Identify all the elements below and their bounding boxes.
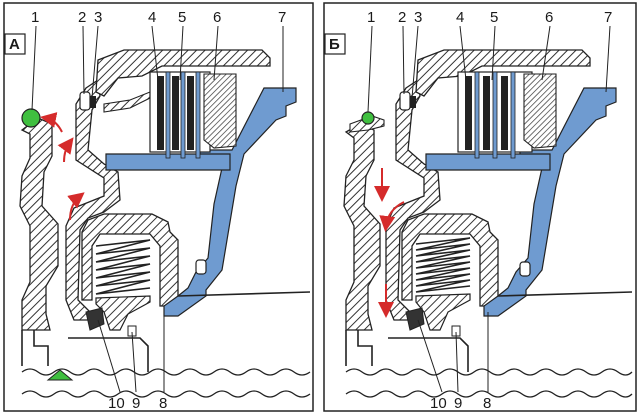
flow-arrow — [40, 112, 63, 133]
callout-4: 4 — [148, 9, 156, 26]
shaft-body — [497, 291, 633, 297]
steel-plate — [180, 71, 186, 159]
friction-plate — [172, 76, 179, 150]
housing-foot — [21, 330, 49, 366]
drum-cover — [415, 49, 591, 97]
callout-leaders — [31, 25, 284, 393]
panel-a: А — [3, 2, 314, 412]
centerline-wave — [21, 368, 311, 376]
check-ball-open — [21, 108, 41, 128]
callout-6: 6 — [545, 9, 553, 26]
shaft-body — [177, 291, 311, 297]
spring-base — [415, 293, 471, 331]
callout-4: 4 — [456, 9, 464, 26]
callout-10: 10 — [430, 395, 447, 412]
panel-letter: Б — [329, 36, 340, 53]
hub-part-7 — [483, 87, 617, 317]
centerline-wave — [345, 368, 633, 376]
callout-8: 8 — [159, 395, 167, 412]
callout-5: 5 — [178, 9, 186, 26]
pressure-plate — [523, 73, 557, 149]
friction-plate — [157, 76, 164, 150]
return-spring — [415, 237, 471, 293]
callout-2: 2 — [398, 9, 406, 26]
flow-arrow — [57, 137, 74, 163]
callout-1: 1 — [31, 9, 39, 26]
callout-9: 9 — [454, 395, 462, 412]
callout-3: 3 — [94, 9, 102, 26]
fluid-inlet-marker — [46, 369, 74, 381]
centerline-wave — [345, 390, 633, 398]
steel-plate — [492, 71, 498, 159]
centerline-wave — [21, 390, 311, 398]
piston — [65, 78, 121, 321]
friction-plate — [483, 76, 490, 150]
piston-seal — [79, 91, 91, 111]
callout-9: 9 — [132, 395, 140, 412]
hub-part-7 — [163, 87, 297, 317]
spring-base — [95, 295, 151, 331]
piston — [385, 78, 441, 321]
callout-10: 10 — [108, 395, 125, 412]
callout-2: 2 — [78, 9, 86, 26]
callout-6: 6 — [213, 9, 221, 26]
snap-ring — [519, 261, 531, 277]
clutch-housing-wall — [343, 123, 381, 331]
flow-arrow — [379, 201, 405, 232]
piston-seal — [399, 91, 411, 111]
piston-seal-inner — [410, 96, 416, 108]
callout-7: 7 — [278, 9, 286, 26]
return-spring — [95, 239, 151, 295]
callout-1: 1 — [367, 9, 375, 26]
panel-letter: А — [9, 36, 20, 53]
callout-5: 5 — [490, 9, 498, 26]
housing-foot — [345, 330, 373, 366]
clutch-housing-wall — [19, 117, 59, 331]
callout-8: 8 — [483, 395, 491, 412]
callout-leaders — [367, 25, 611, 393]
pressure-plate — [203, 73, 237, 149]
callout-7: 7 — [604, 9, 612, 26]
friction-plate — [501, 76, 508, 150]
steel-plate — [510, 71, 516, 159]
hub-plate-carrier — [425, 153, 551, 171]
callout-3: 3 — [414, 9, 422, 26]
check-ball-closed — [361, 111, 375, 125]
flow-arrow — [67, 192, 85, 221]
snap-ring — [195, 259, 207, 275]
steel-plate — [165, 71, 171, 159]
panel-b: Б — [323, 2, 637, 412]
piston-seal-inner — [90, 96, 96, 108]
steel-plate — [474, 71, 480, 159]
friction-plate — [465, 76, 472, 150]
friction-plate — [187, 76, 194, 150]
steel-plate — [195, 71, 201, 159]
